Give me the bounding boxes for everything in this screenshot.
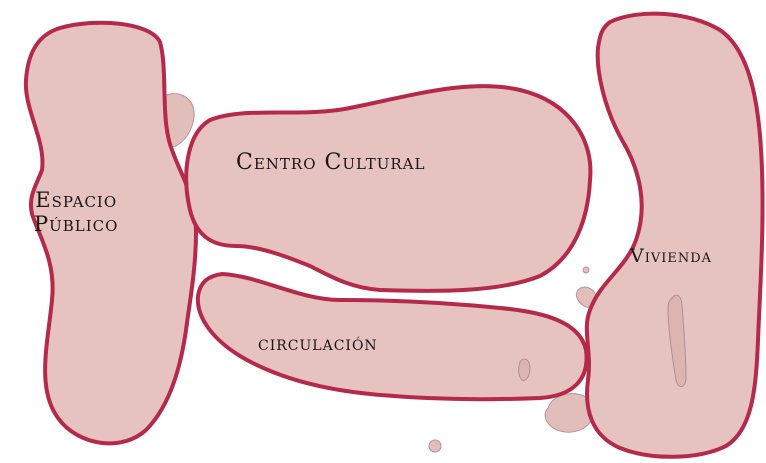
label-espacio-publico: Espacio Público [34,188,118,236]
zone-circulacion [198,274,587,399]
zone-vivienda [587,14,763,457]
streak-circulacion [519,359,530,380]
label-circulacion: circulación [258,332,378,355]
zone-centro-cultural [186,86,590,291]
stain-drop-2 [583,267,589,273]
label-centro-cultural: Centro Cultural [236,150,425,175]
label-espacio-publico-line2: Público [34,212,118,236]
stain-drop-1 [429,440,441,452]
label-espacio-publico-line1: Espacio [34,188,118,212]
label-vivienda: Vivienda [630,246,712,268]
